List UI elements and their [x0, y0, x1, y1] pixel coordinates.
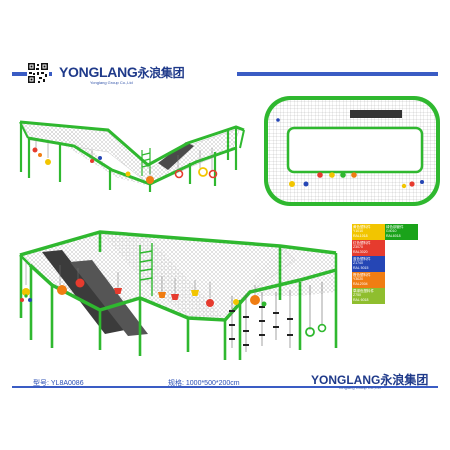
brand-subtitle-bottom: Yonglang Group Co.,Ltd: [338, 385, 381, 390]
structure-large-perspective: [19, 230, 338, 360]
brand-logo-bottom: YONGLANG永浪集团: [311, 373, 429, 387]
structure-top-view: [264, 96, 440, 206]
header-rule-gap: [52, 70, 237, 78]
model-number: 型号: YL8A0086: [33, 380, 84, 387]
structure-small-perspective: [19, 120, 245, 192]
brand-subtitle-top: Yonglang Group Co.,Ltd: [90, 80, 133, 85]
footer-rule: [12, 386, 438, 388]
qr-code-icon: [27, 62, 49, 84]
brand-logo-top: YONGLANG永浪集团: [59, 64, 185, 80]
specification: 规格: 1000*500*200cm: [168, 380, 240, 387]
